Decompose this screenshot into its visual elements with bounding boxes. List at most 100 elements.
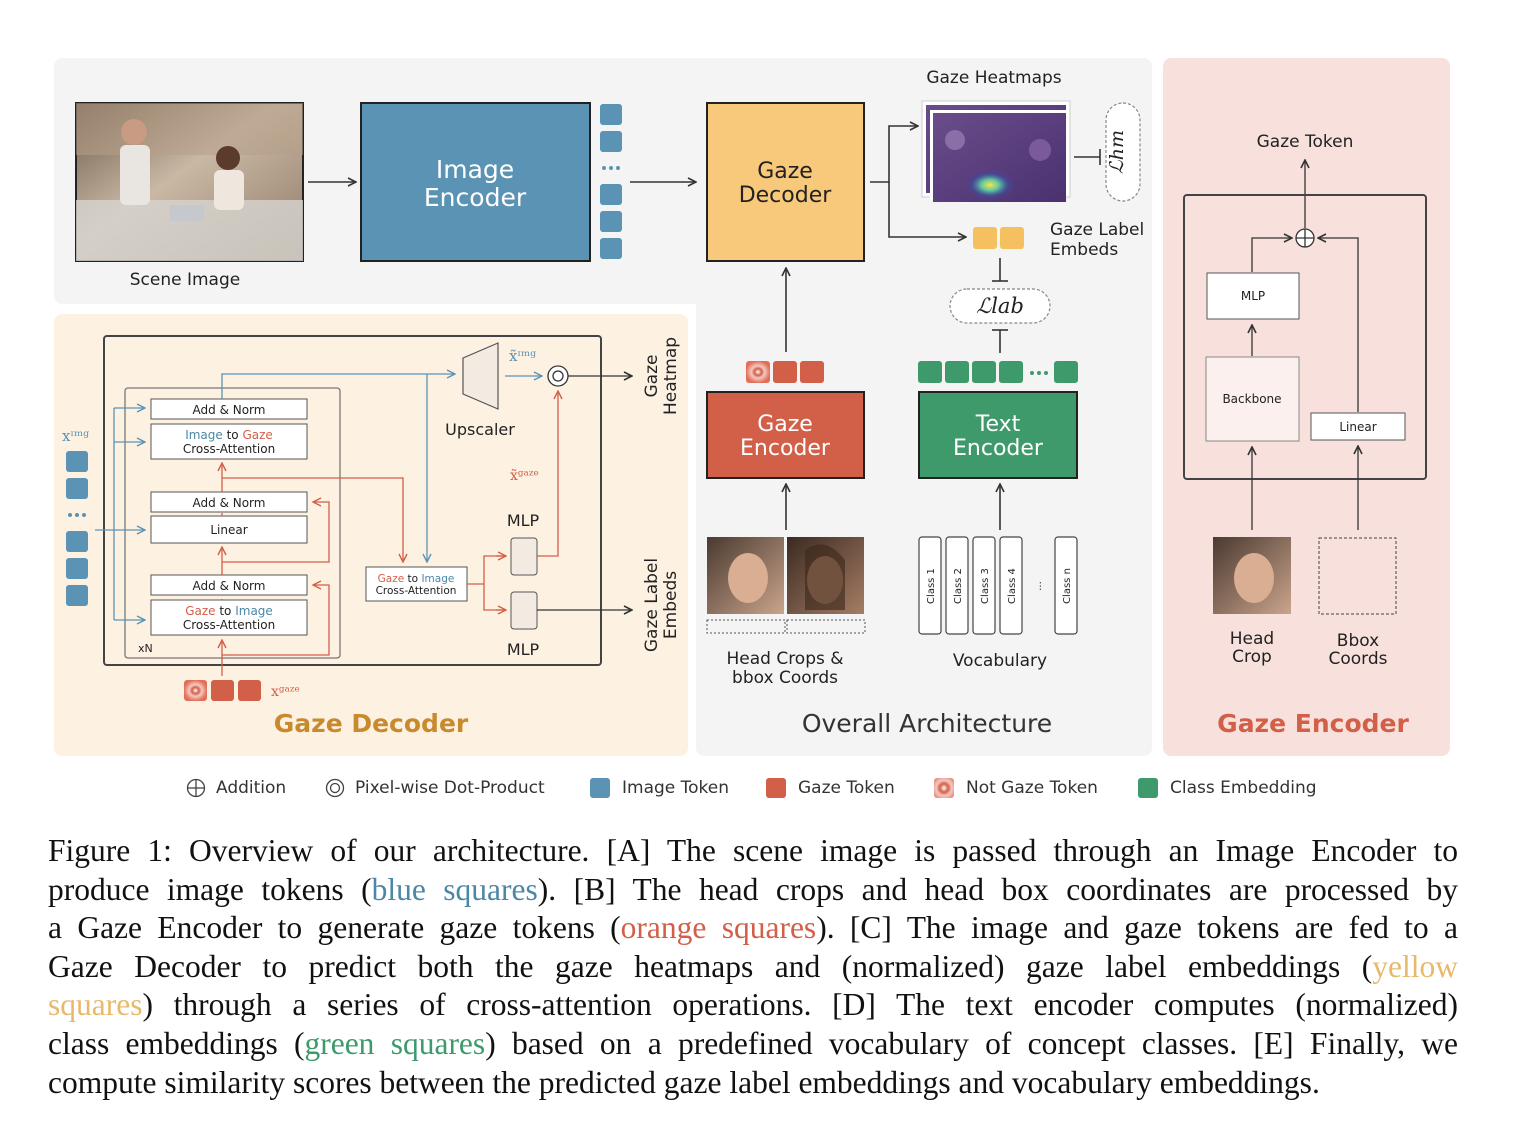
loss-hm-pill [1105,102,1141,202]
text-encoder-box [918,391,1078,479]
dec-linear-label: Linear [210,523,247,537]
dot-product-icon [547,365,569,387]
gaze2img-word-image: Image [235,604,273,618]
scene-image [75,102,304,262]
caption-4a: Gaze Decoder to predict both the gaze he… [48,948,1373,984]
dec-addnorm-3 [150,574,308,596]
legend-class-embedding-label: Class Embedding [1170,778,1317,798]
vocab-class-1: Class 1 [926,568,937,604]
small-ca-word-image: Image [421,573,454,585]
gaze-encoder-label-2: Encoder [740,436,831,461]
caption-2a: produce image tokens ( [48,871,372,907]
legend-class-embedding: Class Embedding [1138,778,1317,798]
gaze-decoder-label-1: Gaze [757,159,813,184]
gaze-heatmap-label-1: Gaze [642,355,662,398]
gaze-token-row [746,361,824,383]
dec-small-ca-ca: Cross-Attention [376,585,457,597]
class-embedding-swatch [1138,778,1158,798]
image-encoder-box [360,102,591,262]
x-gaze-tilde-label: x̃ᵍᵃᶻᵉ [510,468,539,484]
dec-linear-box [150,515,308,544]
text-encoder-label-2: Encoder [953,436,1044,461]
enc-bbox-label-1: Bbox [1337,631,1379,651]
caption-6a: class embeddings ( [48,1025,305,1061]
dec-img2gaze-label: Image to Gaze [185,428,273,442]
enc-linear-to-plus [1318,238,1359,412]
loss-lab-pill [949,288,1051,324]
enc-head-crop-label-1: Head [1230,629,1274,649]
arrow-decoder-to-label-embeds [888,182,966,237]
dec-gaze2img-label: Gaze to Image [185,604,273,618]
caption-3a: a Gaze Encoder to generate gaze tokens ( [48,910,621,946]
gaze-label-embeds-2: Embeds [1050,240,1118,260]
enc-mlp-to-plus [1251,238,1292,272]
figure-caption: Figure 1: Overview of our architecture. … [48,832,1458,1102]
enc-mlp-label: MLP [1241,289,1265,303]
gaze-token-swatch [766,778,786,798]
overall-panel [54,58,1152,304]
enc-gaze-token-label: Gaze Token [1257,132,1354,152]
caption-line-5: squares) through a series of cross-atten… [48,986,1458,1025]
vocab-class-n: Class n [1062,568,1073,604]
blue-input-trunk [95,408,115,620]
dec-addnorm-2 [150,491,308,513]
orange-residual-2 [222,502,330,563]
gaze-decoder-label-2: Decoder [739,183,833,208]
dec-addnorm-1-label: Add & Norm [193,403,266,417]
loss-hm-label: ℒhm [1106,130,1128,174]
decoder-panel [54,314,688,756]
vocab-class-2: Class 2 [953,568,964,604]
gaze-label-embed-tokens [973,227,1024,249]
overall-architecture-title: Overall Architecture [802,709,1052,738]
caption-squares-yellow: squares [48,987,143,1023]
dot-product-inner [552,370,564,382]
enc-mlp-box [1206,272,1300,320]
img2gaze-word-image: Image [185,428,223,442]
caption-line-4: Gaze Decoder to predict both the gaze he… [48,948,1458,987]
gaze-decoder-title: Gaze Decoder [274,709,469,738]
caption-line-1: Figure 1: Overview of our architecture. … [48,833,1458,868]
legend-image-token-label: Image Token [622,778,730,798]
legend-gaze-token: Gaze Token [766,778,895,798]
gaze-heatmaps-label: Gaze Heatmaps [926,68,1061,88]
image-token-swatch [590,778,610,798]
gaze2img-word-gaze: Gaze [185,604,215,618]
caption-line-3: a Gaze Encoder to generate gaze tokens (… [48,909,1458,948]
legend-dot-product-label: Pixel-wise Dot-Product [355,778,545,798]
decoder-outer-block [103,335,602,666]
enc-linear-label: Linear [1339,420,1376,434]
upscaler-label: Upscaler [445,420,515,439]
gaze-label-embeds-v2: Embeds [661,571,681,639]
not-gaze-token-swatch [934,778,954,798]
legend-addition-label: Addition [216,778,287,798]
enc-backbone-label: Backbone [1222,392,1281,406]
img2gaze-word-to: to [223,428,243,442]
dec-img2gaze-box [150,423,308,460]
vocab-class-ellipsis: ... [1033,581,1044,591]
x-img-label: xᶦᵐᵍ [62,427,89,445]
dec-addnorm-3-label: Add & Norm [193,579,266,593]
enc-bbox-placeholder [1318,537,1397,615]
caption-line-7: compute similarity scores between the pr… [48,1064,1320,1100]
decoder-image-tokens [66,451,88,606]
mlp1-to-dot [537,391,558,557]
dec-gaze2img-ca: Cross-Attention [183,618,275,632]
caption-blue-squares: blue squares [371,871,538,907]
gaze-label-embeds-v1: Gaze Label [642,558,662,652]
img2gaze-word-gaze: Gaze [242,428,272,442]
image-token-column [600,104,622,259]
gaze2img-word-to: to [216,604,236,618]
caption-6b: ) based on a predefined vocabulary of co… [485,1025,1459,1061]
enc-backbone-box [1205,356,1300,442]
dec-mlp-1 [510,537,538,576]
small-ca-word-gaze: Gaze [378,573,405,585]
enc-head-crop-image [1213,537,1291,614]
scene-image-label: Scene Image [130,270,240,290]
dec-addnorm-1 [150,398,308,420]
dec-small-ca-box [365,566,468,602]
gaze-heatmaps-stack [921,100,1071,202]
decoder-layer-block [124,387,341,659]
dot-product-legend-icon [325,778,345,798]
arrow-decoder-to-heatmaps [870,126,918,183]
